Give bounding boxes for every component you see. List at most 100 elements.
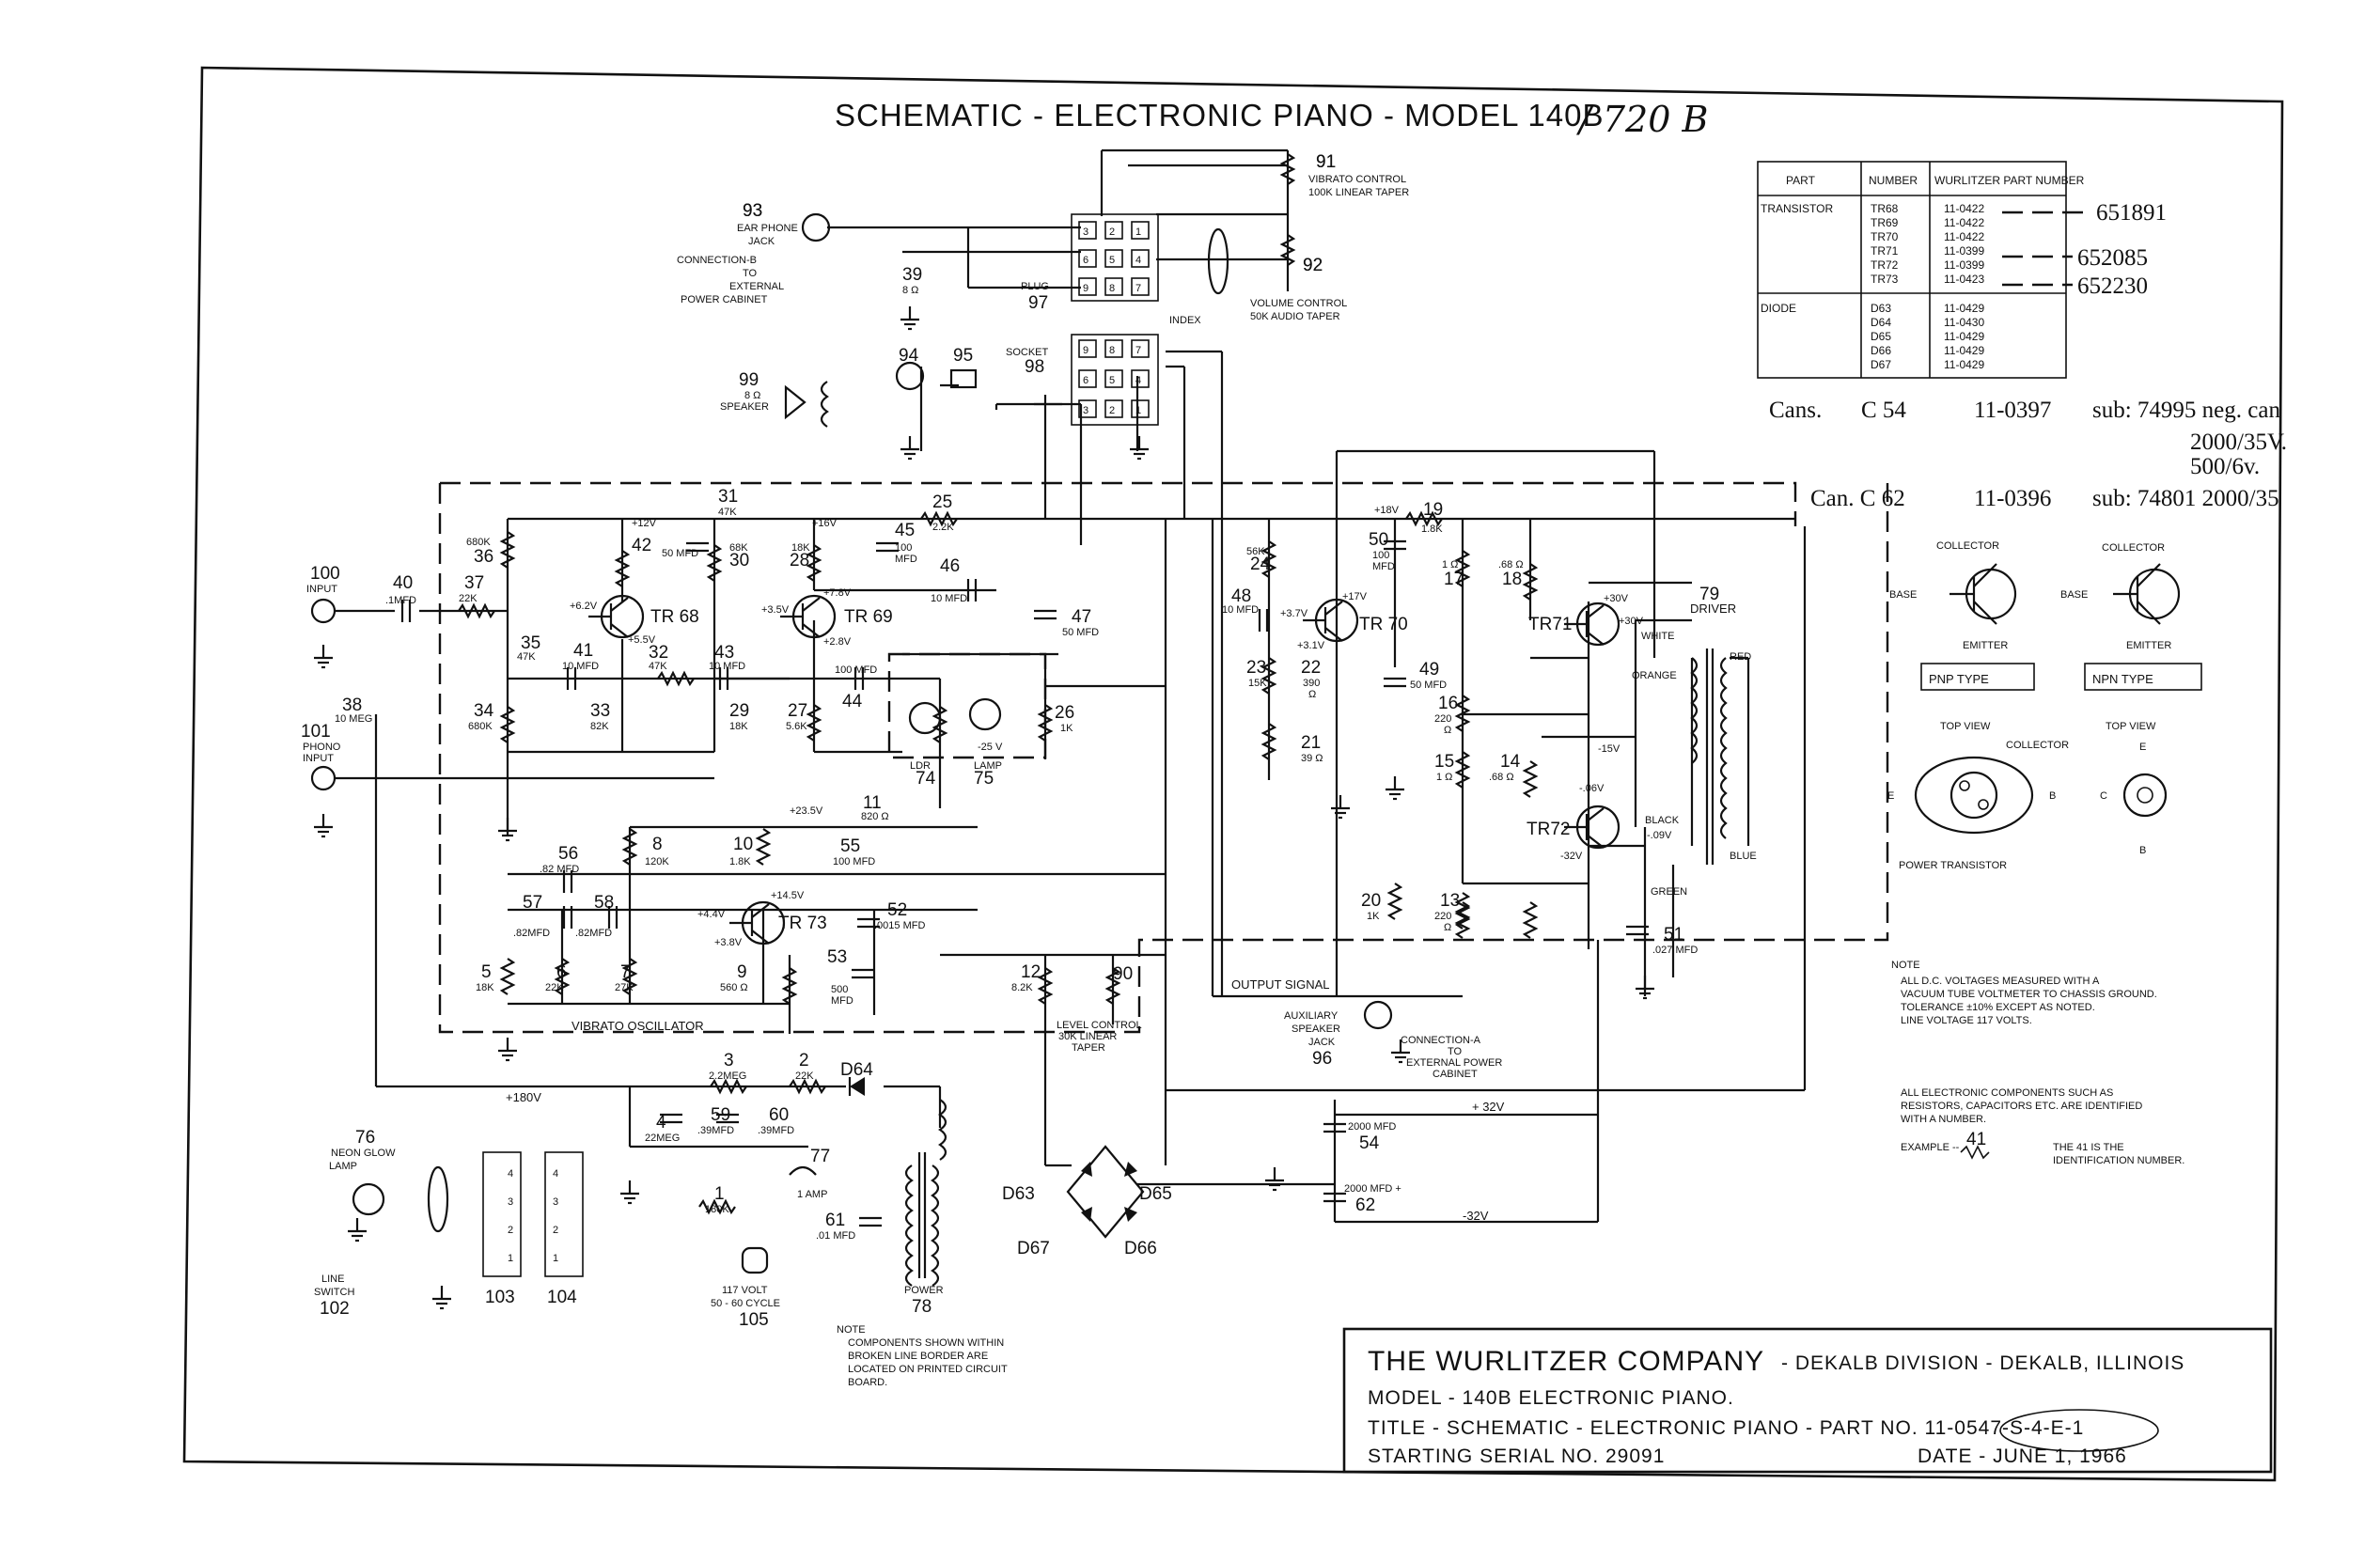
svg-text:4: 4 [1135,375,1141,386]
connection-a-external: EXTERNAL POWER [1406,1057,1502,1069]
pnp-collector-label: COLLECTOR [1936,540,1999,552]
volume-control-92: 92 VOLUME CONTROL 50K AUDIO TAPER [1207,227,1347,322]
component-designator: +3.8V [714,937,743,948]
component-designator: 5 [481,962,492,982]
component-designator: 47K [718,507,737,518]
component-designator: +14.5V [771,890,805,901]
component-designator: 100 [895,542,912,554]
svg-text:1: 1 [508,1253,513,1264]
component-designator: +3.1V [1297,640,1325,651]
component-designator: 23 [1246,658,1266,678]
index-label: INDEX [1169,315,1201,326]
component-designator: +30V [1619,616,1644,627]
svg-text:9: 9 [1083,283,1088,294]
component-designator: 26 [1055,703,1074,723]
table-transistor-number: TR70 [1871,230,1899,243]
voltage-note: NOTE ALL D.C. VOLTAGES MEASURED WITH A V… [1891,960,2184,1166]
id-note-line-1: ALL ELECTRONIC COMPONENTS SUCH AS [1901,1087,2113,1099]
d64-label: D64 [840,1060,873,1080]
table-diode-number: D67 [1871,358,1891,371]
pcb-boundary [438,481,1889,1034]
component-designator: 2.2K [932,522,954,533]
parts-table: PART NUMBER WURLITZER PART NUMBER TRANSI… [1757,161,2167,379]
npn-collector-label: COLLECTOR [2102,542,2165,554]
svg-text:4: 4 [1135,255,1141,266]
component-designator: Ω [1444,922,1451,933]
component-designator: 10 MFD [1222,604,1259,616]
component-designator: .027 MFD [1652,945,1698,956]
terminal-strip-103: 4 3 2 1 103 [482,1151,522,1307]
input-label: INPUT [306,584,337,595]
lamp-number: 75 [974,769,994,789]
npn-emitter-label: EMITTER [2126,640,2171,651]
svg-text:1: 1 [1135,405,1141,416]
table-transistor-number: TR68 [1871,202,1899,215]
component-designator: 3 [724,1051,734,1070]
svg-text:1: 1 [553,1253,558,1264]
speaker-99: 99 8 Ω SPEAKER [720,361,978,428]
component-designator: 49 [1419,660,1439,680]
tr68-label: TR 68 [650,607,699,627]
drawing-border [182,66,2284,1482]
component-designator: 47K [649,661,667,672]
vibrato-control-91: 91 VIBRATO CONTROL 100K LINEAR TAPER [1279,152,1409,198]
component-designator: 59 [711,1105,730,1125]
component-designator: 16 [1438,694,1458,713]
transistor-tr72: TR72 [1527,805,1621,850]
component-designator: 19 [1423,500,1443,520]
component-designator: 33 [590,701,610,721]
plug-number: 97 [1028,293,1048,313]
speaker-ohms: 8 Ω [744,390,760,401]
pnp-type-label: PNP TYPE [1929,672,1989,686]
component-designator: 15 [1434,752,1454,772]
component-designator: 100 MFD [833,856,875,867]
ldr-number: 74 [916,769,936,789]
svg-text:BLACK: BLACK [1645,815,1680,826]
plus-180v-label: +180V [506,1090,541,1104]
component-designator: 680K [468,721,493,732]
vibrato-control-taper: 100K LINEAR TAPER [1308,187,1409,198]
phono-input-label: INPUT [303,753,334,764]
phono-number: 101 [301,722,331,742]
table-diode-number: D66 [1871,344,1891,357]
tr71-label: TR71 [1528,615,1572,634]
component-designator: 42 [632,536,651,555]
svg-text:8: 8 [1109,283,1115,294]
component-designator: 52 [887,900,907,920]
neon-lamp-label: LAMP [329,1161,357,1172]
input-number: 100 [310,564,340,584]
component-designator: 17 [1444,570,1464,589]
component-designator: 22K [795,1070,814,1082]
component-designator: 18K [791,542,810,554]
earphone-connection: CONNECTION-B [677,255,757,266]
c62-sub: sub: 74801 2000/35 [2092,486,2279,511]
component-designator: 37 [464,573,484,593]
component-designator: +2.8V [823,636,852,648]
component-designator: +3.7V [1280,608,1308,619]
svg-text:RED: RED [1730,651,1751,663]
component-designator: MFD [895,554,917,565]
component-designator: .68 Ω [1489,772,1514,783]
d65-label: D65 [1139,1184,1172,1204]
table-diode-part: 11-0429 [1944,330,1984,343]
component-designator: 5.6K [786,721,807,732]
svg-text:7: 7 [1135,283,1141,294]
table-diode-part: 11-0429 [1944,344,1984,357]
resistor [621,958,638,995]
component-designator: 220 [1434,911,1451,922]
component-designator: 41 [573,641,593,661]
table-transistor-part: 11-0399 [1944,244,1984,258]
component-designator: 1 Ω [1442,559,1458,570]
company-division: - DEKALB DIVISION - DEKALB, ILLINOIS [1781,1352,2184,1374]
minus-32v-label: -32V [1463,1209,1489,1223]
c54-part: 11-0397 [1974,398,2051,423]
table-transistor-number: TR72 [1871,258,1899,272]
component-designator: 50 MFD [1062,627,1099,638]
power-cord-number: 105 [739,1310,769,1330]
component-designator: 10 [733,835,753,854]
component-designator: 57 [523,893,542,913]
output-signal-label: OUTPUT SIGNAL [1231,977,1330,992]
earphone-to: TO [743,268,758,279]
ldr-label: LDR [910,760,931,772]
component-designator: 820 Ω [861,811,889,822]
